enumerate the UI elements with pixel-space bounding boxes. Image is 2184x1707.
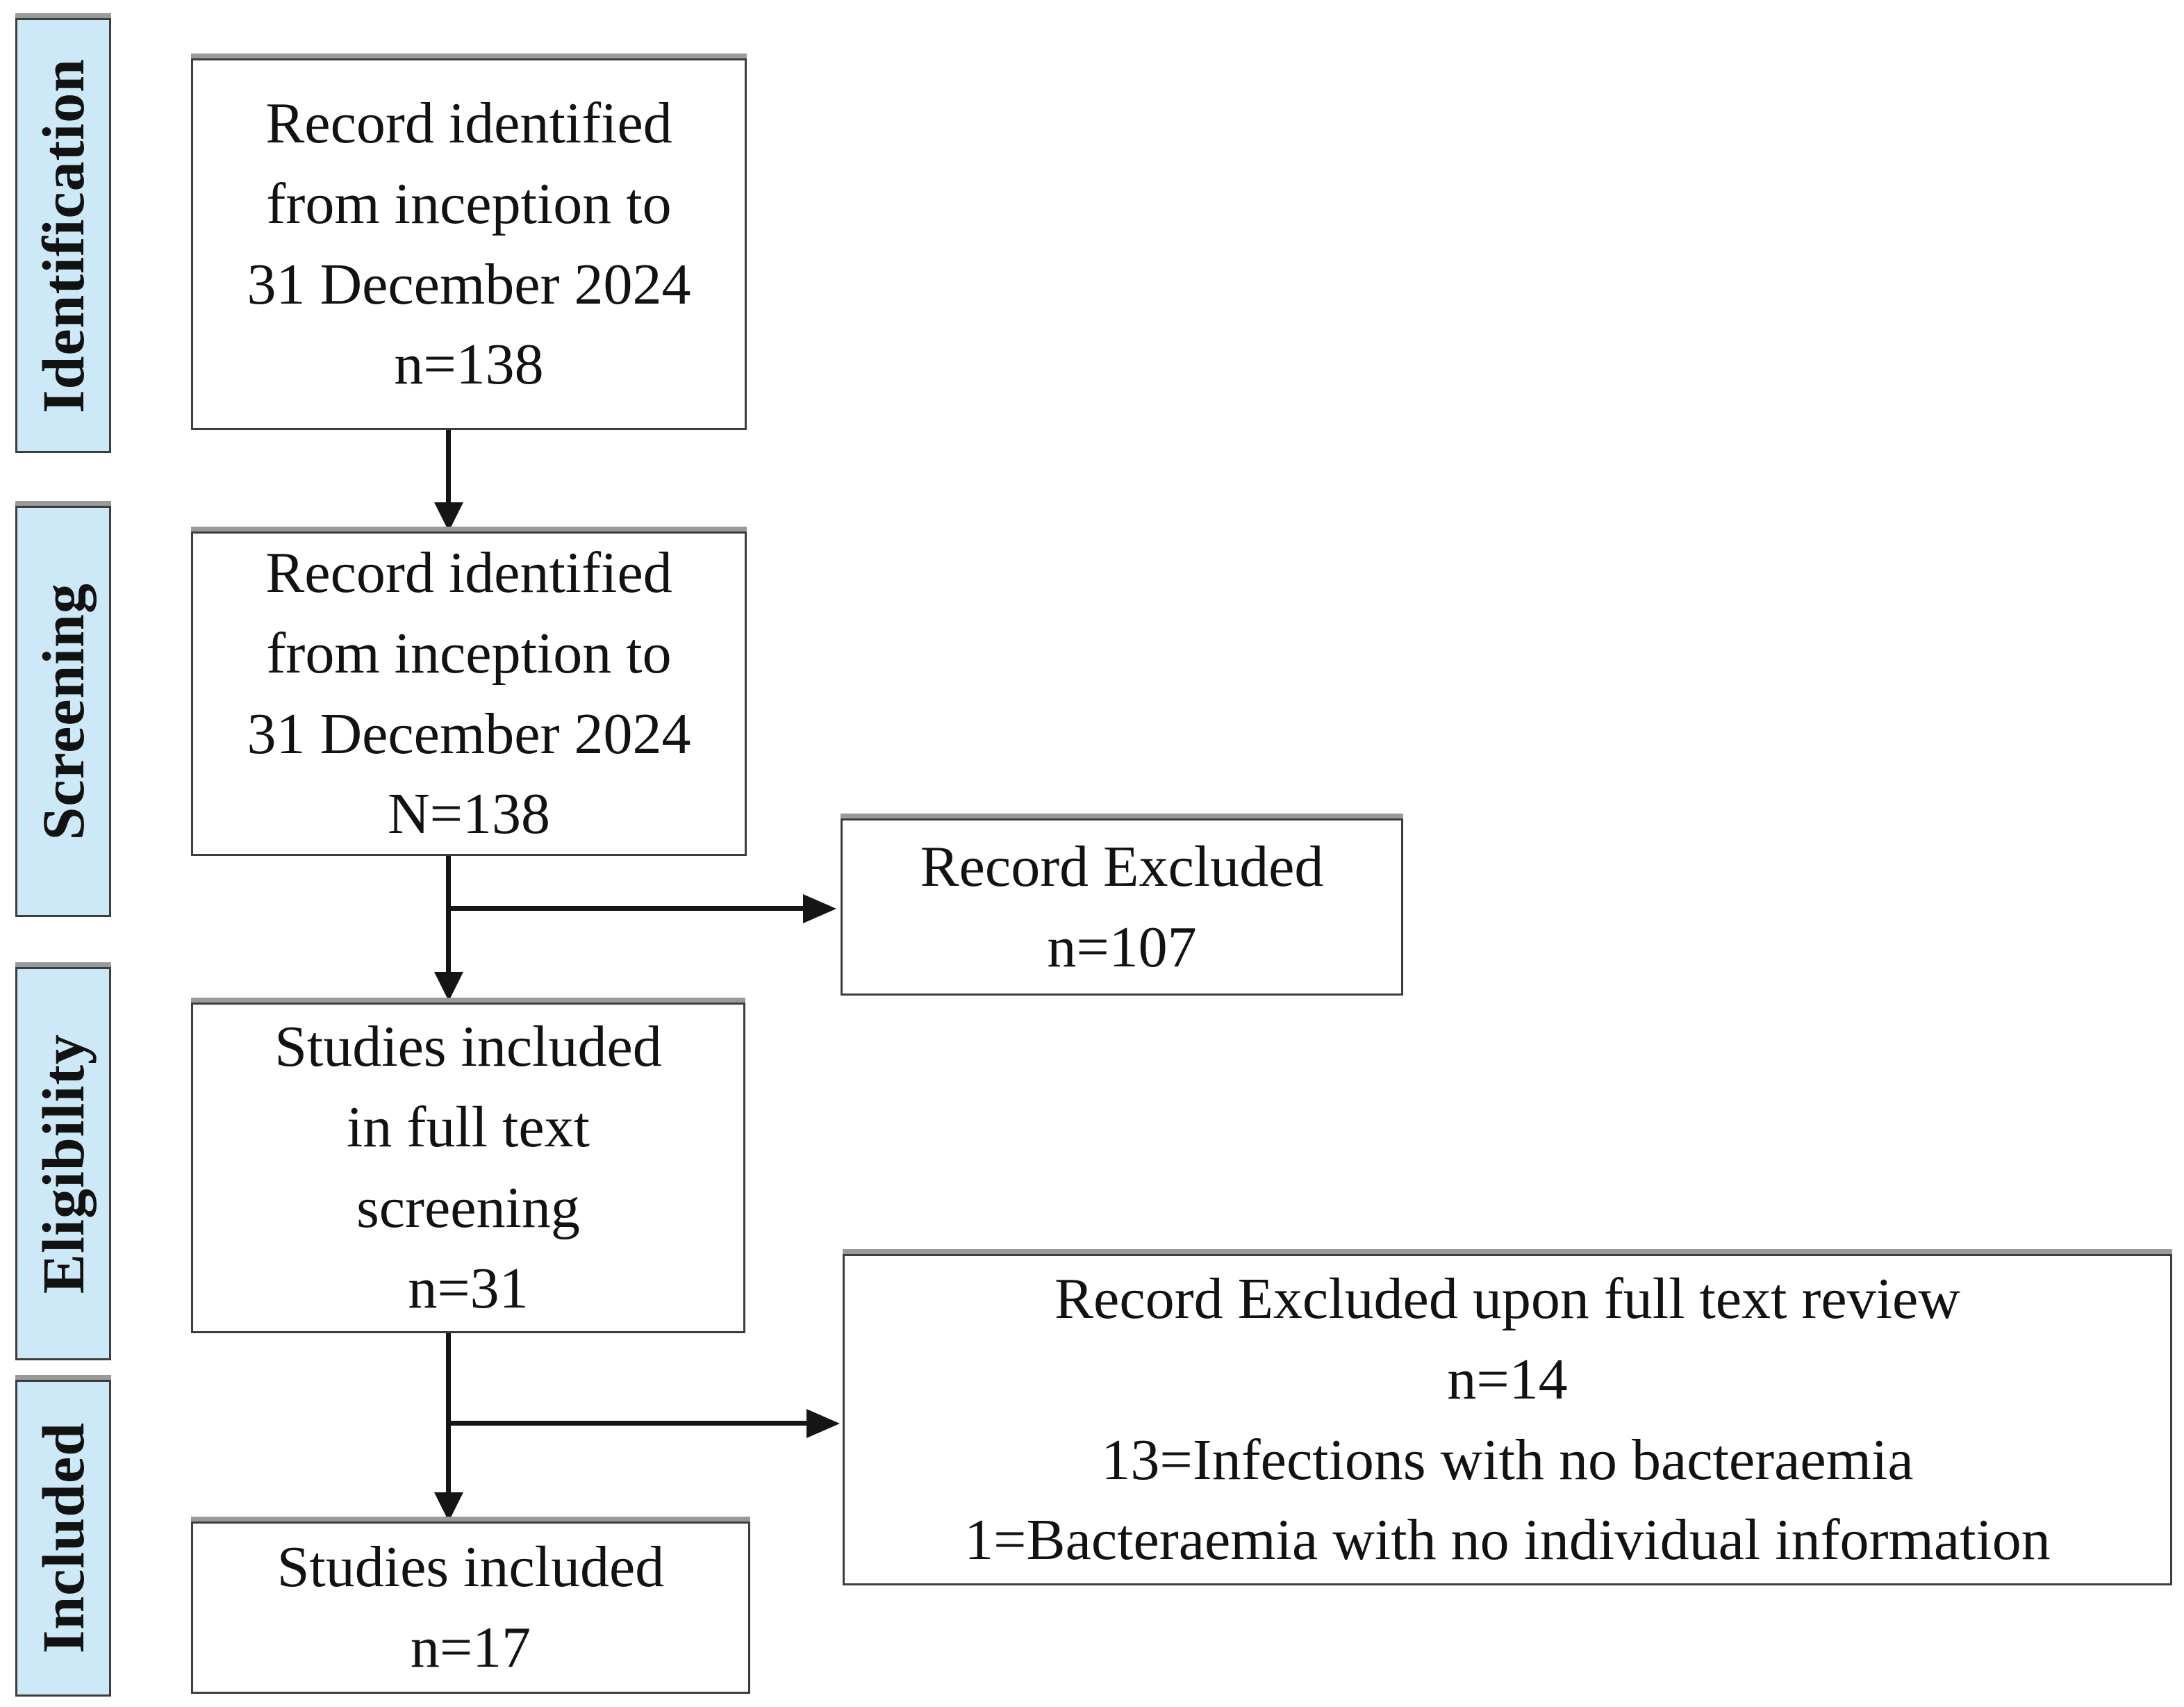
connector-screened-to-fulltext-line bbox=[446, 856, 451, 975]
box-line: Record identified bbox=[265, 90, 672, 156]
stage-label-identification-text: Identification bbox=[30, 58, 97, 413]
stage-label-eligibility: Eligibility bbox=[15, 967, 111, 1360]
box-line: Studies included bbox=[274, 1014, 662, 1080]
box-records-screened: Record identified from inception to 31 D… bbox=[191, 531, 747, 856]
stage-label-eligibility-text: Eligibility bbox=[30, 1033, 97, 1294]
connector-fulltext-to-included-line bbox=[446, 1333, 451, 1492]
box-records-excluded-full-text: Record Excluded upon full text review n=… bbox=[843, 1254, 2172, 1585]
box-line: Studies included bbox=[276, 1535, 665, 1600]
box-studies-included: Studies included n=17 bbox=[191, 1522, 750, 1694]
box-line: Record Excluded bbox=[920, 834, 1324, 899]
box-line: n=17 bbox=[410, 1615, 531, 1680]
box-line: in full text bbox=[347, 1095, 590, 1160]
box-line: Record Excluded upon full text review bbox=[1054, 1266, 1960, 1331]
box-records-excluded-screening: Record Excluded n=107 bbox=[841, 818, 1403, 996]
box-line: from inception to bbox=[266, 171, 672, 236]
box-line: 31 December 2024 bbox=[247, 701, 691, 766]
connector-branch-to-excluded-fulltext-line bbox=[448, 1421, 808, 1426]
box-line: N=138 bbox=[387, 782, 551, 847]
box-records-identified: Record identified from inception to 31 D… bbox=[191, 58, 747, 430]
connector-branch-to-excluded-screening-line bbox=[448, 906, 804, 911]
box-line: from inception to bbox=[266, 620, 672, 686]
stage-label-included: Included bbox=[15, 1380, 111, 1697]
box-line: 13=Infections with no bacteraemia bbox=[1101, 1427, 1914, 1492]
box-line: n=14 bbox=[1447, 1346, 1568, 1412]
stage-label-included-text: Included bbox=[30, 1422, 97, 1654]
arrowhead-right-into-excluded-fulltext bbox=[806, 1409, 840, 1438]
box-line: n=138 bbox=[394, 332, 544, 397]
box-line: n=107 bbox=[1047, 914, 1197, 980]
arrowhead-right-into-excluded-screening bbox=[803, 894, 836, 923]
connector-identified-to-screened-line bbox=[446, 430, 451, 505]
box-line: screening bbox=[356, 1176, 580, 1240]
stage-label-screening-text: Screening bbox=[30, 582, 97, 841]
stage-label-screening: Screening bbox=[15, 506, 111, 917]
box-line: n=31 bbox=[408, 1255, 529, 1321]
box-line: Record identified bbox=[265, 540, 672, 605]
arrowhead-down-into-included bbox=[434, 1492, 463, 1522]
stage-label-identification: Identification bbox=[15, 18, 111, 453]
box-line: 31 December 2024 bbox=[247, 251, 691, 317]
box-line: 1=Bacteraemia with no individual informa… bbox=[964, 1508, 2051, 1573]
box-full-text-screening: Studies included in full text screening … bbox=[191, 1003, 745, 1333]
arrowhead-down-into-fulltext bbox=[434, 972, 463, 1001]
arrowhead-down-into-screened bbox=[434, 502, 463, 531]
